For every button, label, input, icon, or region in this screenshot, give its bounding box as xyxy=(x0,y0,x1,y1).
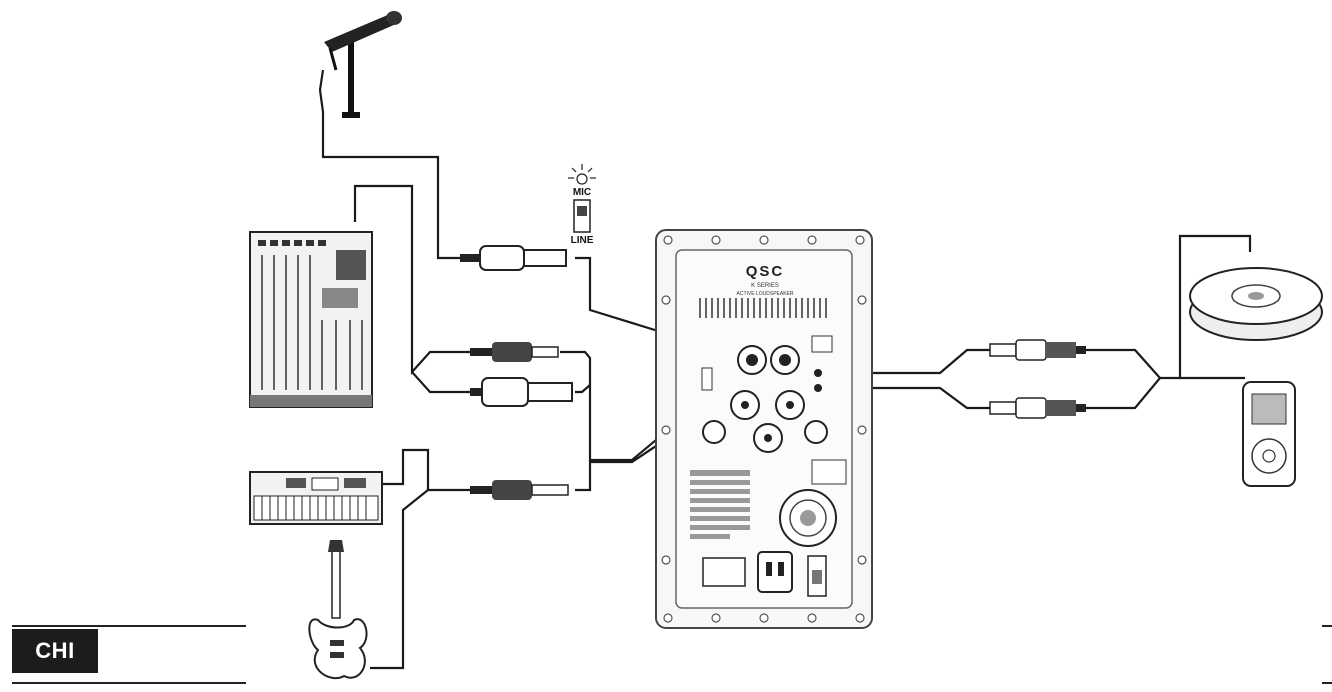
jack-to-speaker-2 xyxy=(575,384,591,394)
cd-cable xyxy=(1160,234,1252,380)
guitar xyxy=(308,540,368,680)
rca-connector-top xyxy=(989,339,1086,361)
cd-player xyxy=(1189,267,1323,341)
xlr-connector-mixer xyxy=(470,377,573,407)
ts-connector-keyboard xyxy=(470,480,569,500)
switch-label-mic: MIC xyxy=(573,187,591,198)
speaker-model: K SERIES xyxy=(751,283,779,289)
mixer xyxy=(249,231,373,408)
language-tab: CHI xyxy=(12,629,98,673)
mixer-cable xyxy=(353,184,470,375)
keyboard-cable xyxy=(382,448,470,492)
keyboard xyxy=(249,471,383,525)
mp3-player xyxy=(1242,381,1296,487)
cables xyxy=(318,69,1252,670)
speaker-subtitle: ACTIVE LOUDSPEAKER xyxy=(737,291,794,297)
switch-label-line: LINE xyxy=(571,235,594,246)
mic-cable xyxy=(318,69,460,260)
footer-rules xyxy=(12,625,1332,684)
guitar-cable xyxy=(370,489,429,670)
speaker-brand: QSC xyxy=(746,263,785,280)
rca-to-speaker-1 xyxy=(820,348,990,375)
microphone xyxy=(324,11,402,118)
mic-line-switch: MIC LINE xyxy=(568,164,596,246)
speaker-rear-panel: QSC K SERIES ACTIVE LOUDSPEAKER xyxy=(655,229,873,629)
rca-to-speaker-2 xyxy=(820,386,990,410)
jack-to-speaker-1 xyxy=(560,350,753,462)
trs-connector-mixer xyxy=(470,342,559,362)
rca-to-sources xyxy=(1080,348,1162,410)
mixer-cable-2 xyxy=(411,371,470,394)
xlr-connector-mic xyxy=(460,245,567,271)
rca-connector-bottom xyxy=(989,397,1086,419)
